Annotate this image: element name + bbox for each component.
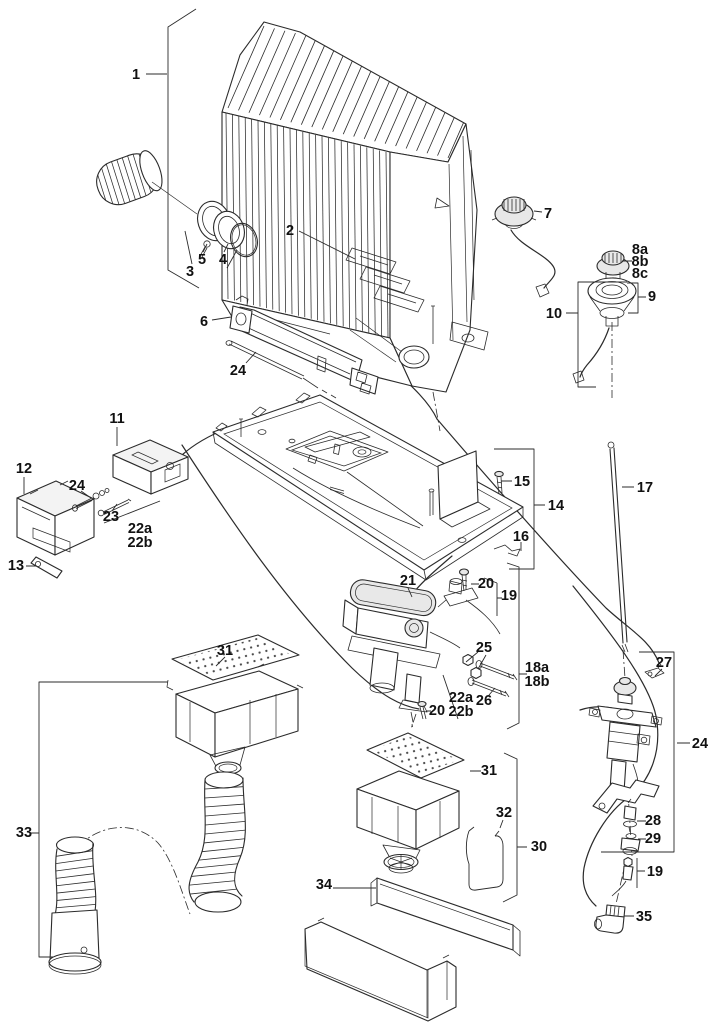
callout-18a: 18a — [525, 660, 550, 676]
callout-24-3: 24 — [692, 736, 708, 752]
callout-12: 12 — [16, 461, 32, 477]
part-control-knob — [491, 196, 556, 298]
elbow-35 — [594, 904, 626, 934]
nozzle-19 — [437, 578, 501, 635]
callout-22a-2: 22a — [449, 690, 474, 706]
callout-6: 6 — [200, 314, 208, 330]
part-knob-bezel — [572, 277, 637, 384]
part-igniter-assembly — [588, 663, 665, 934]
callout-3: 3 — [186, 264, 194, 280]
callout-23: 23 — [103, 509, 119, 525]
part-seal-rings — [197, 200, 258, 258]
callout-16: 16 — [513, 529, 529, 545]
callout-8c: 8c — [632, 266, 648, 282]
callout-29: 29 — [645, 831, 661, 847]
callout-9: 9 — [648, 289, 656, 305]
part-gas-valve — [342, 568, 501, 728]
callout-22a-1: 22a — [128, 521, 153, 537]
callout-19-2: 19 — [647, 864, 663, 880]
o-ring — [230, 222, 258, 258]
part-clamp-strip — [30, 556, 63, 579]
callout-2: 2 — [286, 223, 294, 239]
part-rod — [607, 441, 629, 653]
callout-24-1: 24 — [230, 363, 246, 379]
callout-22b-2: 22b — [449, 704, 474, 720]
callout-32: 32 — [496, 805, 512, 821]
fitting-19-bottom — [611, 856, 634, 897]
wire-bracket-32 — [465, 826, 504, 891]
callout-17: 17 — [637, 480, 653, 496]
grommet-29 — [620, 833, 641, 855]
part-exhaust-hose — [95, 149, 198, 215]
callout-19-1: 19 — [501, 588, 517, 604]
callout-11: 11 — [109, 411, 124, 427]
part-nuts-bolts — [462, 653, 518, 698]
callout-35: 35 — [636, 909, 652, 925]
callout-21: 21 — [400, 573, 416, 589]
callout-1: 1 — [132, 67, 140, 83]
part-floor-duct-left — [48, 634, 304, 975]
clip-27 — [644, 663, 665, 679]
callout-22b-1: 22b — [128, 535, 153, 551]
callout-4: 4 — [219, 252, 227, 268]
callout-7: 7 — [544, 206, 552, 222]
callout-20-2: 20 — [429, 703, 445, 719]
callout-leader-lines — [23, 8, 690, 958]
part-floor-box-center — [356, 732, 504, 891]
part-burner-assembly — [229, 295, 379, 395]
callout-5: 5 — [198, 252, 206, 268]
callout-8b: 8b — [632, 254, 649, 270]
clip-16 — [493, 544, 521, 557]
callout-33: 33 — [16, 825, 32, 841]
callout-34: 34 — [316, 877, 332, 893]
callout-13: 13 — [8, 558, 24, 574]
plug-28 — [623, 798, 637, 833]
callout-10: 10 — [546, 306, 562, 322]
callout-18b: 18b — [525, 674, 550, 690]
part-ignition-cable — [225, 340, 337, 399]
callout-31-1: 31 — [217, 643, 233, 659]
callout-labels: 12345678a8b8c9101112131415161718a18b1919… — [8, 67, 708, 925]
part-control-housing — [16, 480, 95, 556]
callout-20-1: 20 — [478, 576, 494, 592]
callout-24-2: 24 — [69, 478, 85, 494]
part-floor-tray — [304, 877, 521, 1022]
screw-20-top — [458, 568, 470, 592]
callout-15: 15 — [514, 474, 530, 490]
callout-28: 28 — [645, 813, 661, 829]
screw-15 — [494, 470, 504, 495]
part-cover-box — [112, 439, 189, 495]
part-screws-left — [72, 488, 132, 517]
callout-31-2: 31 — [481, 763, 497, 779]
callout-25: 25 — [476, 640, 492, 656]
screw-20-bottom — [417, 700, 427, 720]
part-mounting-plate — [212, 392, 524, 581]
callout-26: 26 — [476, 693, 492, 709]
callout-30: 30 — [531, 839, 547, 855]
callout-8a: 8a — [632, 242, 649, 258]
callout-14: 14 — [548, 498, 564, 514]
callout-27: 27 — [656, 655, 672, 671]
